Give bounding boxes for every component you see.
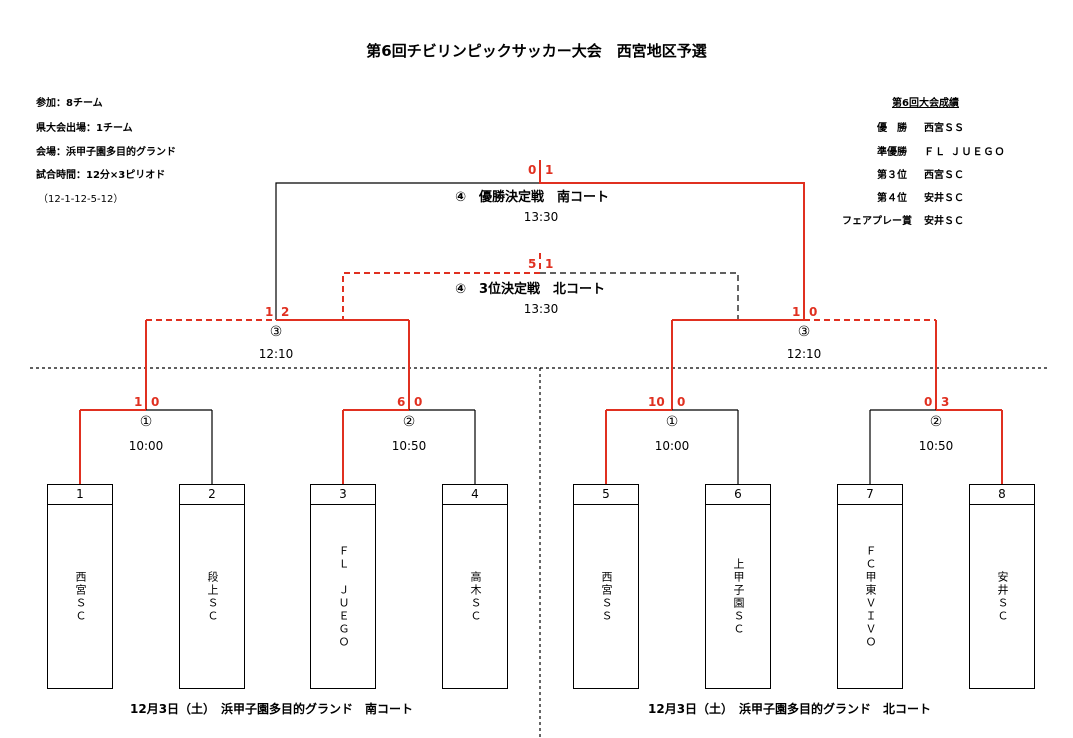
r1b-circle: ② xyxy=(402,414,416,430)
results-rank-5: フェアプレー賞 xyxy=(842,216,912,227)
team-name: 高木ＳＣ xyxy=(469,570,482,623)
info-participants: 参加：8チーム xyxy=(36,98,103,109)
third-label: ④ 3位決定戦 北コート xyxy=(455,282,606,297)
results-team-3: 西宮ＳＣ xyxy=(924,170,964,181)
info-periods: （12-1-12-5-12） xyxy=(38,194,124,205)
semi-right-score-right: 0 xyxy=(809,305,818,319)
team-number: 1 xyxy=(48,485,112,505)
info-prefecture: 県大会出場：1チーム xyxy=(36,123,133,134)
final-label: ④ 優勝決定戦 南コート xyxy=(455,190,610,205)
court-north-caption: 12月3日（土） 浜甲子園多目的グランド 北コート xyxy=(648,702,932,716)
r1a-score-right: 0 xyxy=(151,395,160,409)
team-box-7: 7 ＦＣ甲東ＶＩＶＯ xyxy=(837,484,903,689)
r1d-score-left: 0 xyxy=(924,395,933,409)
team-number: 8 xyxy=(970,485,1034,505)
r1a-circle: ① xyxy=(139,414,153,430)
results-heading: 第6回大会成績 xyxy=(892,98,959,109)
r1c-score-left: 10 xyxy=(648,395,665,409)
r1b-time: 10:50 xyxy=(391,439,427,453)
r1d-circle: ② xyxy=(929,414,943,430)
semi-left-score-right: 2 xyxy=(281,305,290,319)
semi-right-time: 12:10 xyxy=(786,347,822,361)
results-rank-4: 第４位 xyxy=(877,193,907,204)
r1d-time: 10:50 xyxy=(918,439,954,453)
results-team-5: 安井ＳＣ xyxy=(924,216,964,227)
results-team-1: 西宮ＳＳ xyxy=(924,123,964,134)
third-left-branch xyxy=(342,272,540,320)
team-name: 西宮ＳＣ xyxy=(74,570,87,623)
page-title: 第6回チビリンピックサッカー大会 西宮地区予選 xyxy=(366,42,707,60)
r1c-circle: ① xyxy=(665,414,679,430)
team-box-8: 8 安井ＳＣ xyxy=(969,484,1035,689)
semi-right-circle: ③ xyxy=(797,324,811,340)
info-venue: 会場：浜甲子園多目的グランド xyxy=(36,147,176,158)
team-name: 安井ＳＣ xyxy=(996,570,1009,623)
r1b-score-right: 0 xyxy=(414,395,423,409)
r1c-score-right: 0 xyxy=(677,395,686,409)
team-name: ＦＣ甲東ＶＩＶＯ xyxy=(864,544,877,649)
results-rank-2: 準優勝 xyxy=(877,147,907,158)
team-number: 7 xyxy=(838,485,902,505)
team-number: 6 xyxy=(706,485,770,505)
results-rank-3: 第３位 xyxy=(877,170,907,181)
results-rank-1: 優 勝 xyxy=(877,123,907,134)
team-name: 上甲子園ＳＣ xyxy=(732,557,745,636)
team-number: 4 xyxy=(443,485,507,505)
team-box-5: 5 西宮ＳＳ xyxy=(573,484,639,689)
r1d-score-right: 3 xyxy=(941,395,950,409)
team-number: 3 xyxy=(311,485,375,505)
team-box-4: 4 高木ＳＣ xyxy=(442,484,508,689)
final-left-branch xyxy=(275,182,540,320)
third-time: 13:30 xyxy=(523,302,559,316)
team-box-1: 1 西宮ＳＣ xyxy=(47,484,113,689)
final-score-right: 1 xyxy=(545,163,554,177)
team-box-6: 6 上甲子園ＳＣ xyxy=(705,484,771,689)
semi-left-circle: ③ xyxy=(269,324,283,340)
r1a-score-left: 1 xyxy=(134,395,143,409)
team-number: 5 xyxy=(574,485,638,505)
team-box-3: 3 ＦＬ ＪＵＥＧＯ xyxy=(310,484,376,689)
final-score-left: 0 xyxy=(528,163,537,177)
results-team-2: ＦＬ ＪＵＥＧＯ xyxy=(924,147,1006,158)
semi-left-score-left: 1 xyxy=(265,305,274,319)
third-right-branch xyxy=(540,272,739,320)
team-number: 2 xyxy=(180,485,244,505)
final-time: 13:30 xyxy=(523,210,559,224)
third-score-right: 1 xyxy=(545,257,554,271)
r1a-time: 10:00 xyxy=(128,439,164,453)
semi-right-score-left: 1 xyxy=(792,305,801,319)
team-name: 段上ＳＣ xyxy=(206,570,219,623)
results-team-4: 安井ＳＣ xyxy=(924,193,964,204)
team-box-2: 2 段上ＳＣ xyxy=(179,484,245,689)
r1b-score-left: 6 xyxy=(397,395,406,409)
team-name: ＦＬ ＪＵＥＧＯ xyxy=(337,544,350,649)
team-name: 西宮ＳＳ xyxy=(600,570,613,623)
info-time: 試合時間：12分×3ピリオド xyxy=(36,170,166,181)
final-right-branch xyxy=(539,160,805,320)
court-south-caption: 12月3日（土） 浜甲子園多目的グランド 南コート xyxy=(130,702,414,716)
r1c-time: 10:00 xyxy=(654,439,690,453)
semi-left-time: 12:10 xyxy=(258,347,294,361)
third-score-left: 5 xyxy=(528,257,537,271)
